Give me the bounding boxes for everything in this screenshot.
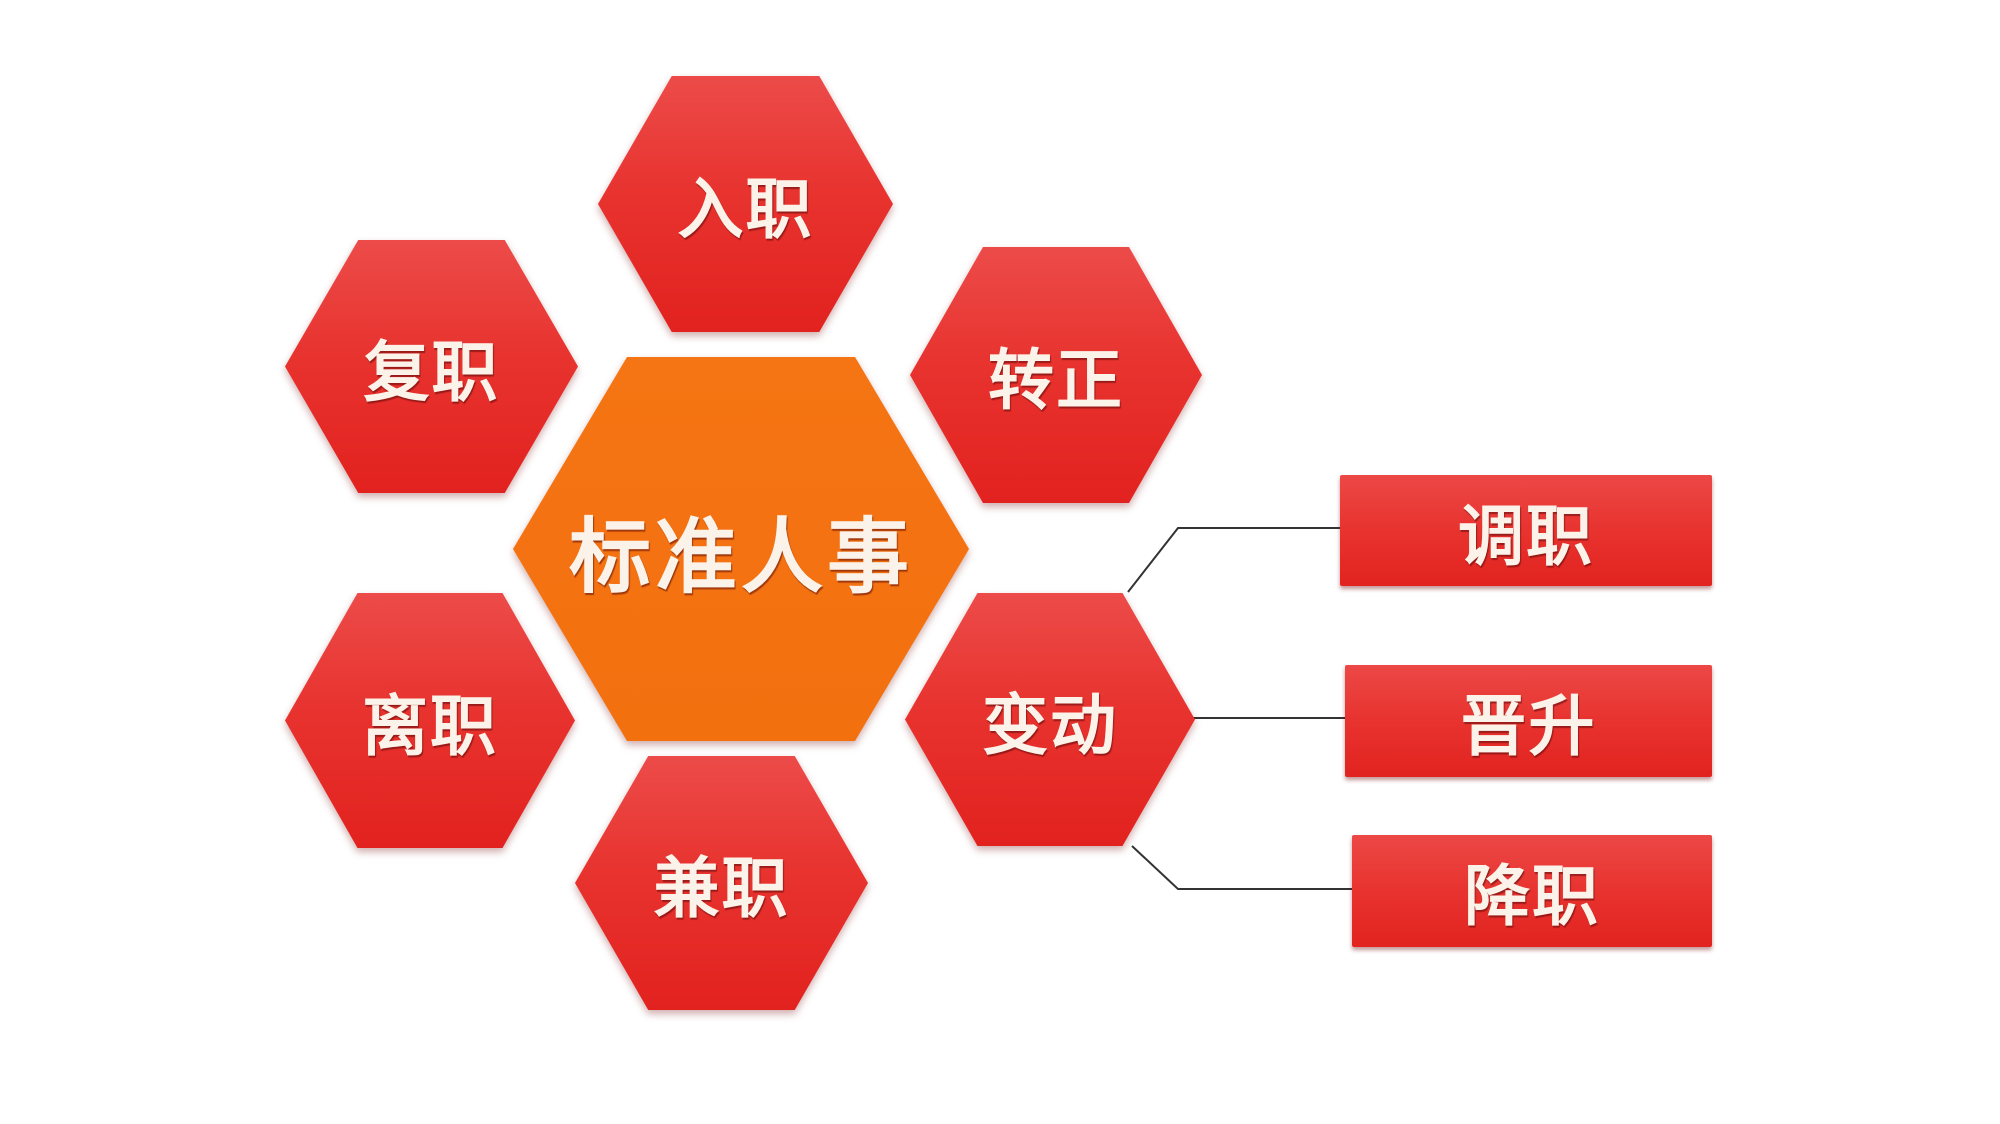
promotion-label: 晋升 bbox=[1460, 688, 1597, 765]
reinstatement-label: 复职 bbox=[363, 333, 500, 411]
demotion-label: 降职 bbox=[1464, 858, 1600, 935]
box-transfer[interactable]: 调职 bbox=[1340, 475, 1712, 586]
box-promotion[interactable]: 晋升 bbox=[1345, 665, 1712, 777]
box-demotion[interactable]: 降职 bbox=[1352, 835, 1712, 947]
regularization-label: 转正 bbox=[988, 342, 1124, 419]
center-hex-standard-hr[interactable]: 标准人事 bbox=[513, 357, 969, 741]
center-label: 标准人事 bbox=[568, 509, 913, 605]
connector-demotion bbox=[1131, 845, 1354, 890]
onboarding-label: 入职 bbox=[677, 171, 814, 248]
transfer-label: 调职 bbox=[1458, 497, 1594, 575]
connector-transfer bbox=[1127, 527, 1342, 593]
change-label: 变动 bbox=[982, 686, 1118, 764]
resignation-label: 离职 bbox=[362, 687, 498, 765]
part-time-label: 兼职 bbox=[653, 850, 790, 927]
hex-onboarding[interactable]: 入职 bbox=[598, 76, 893, 332]
